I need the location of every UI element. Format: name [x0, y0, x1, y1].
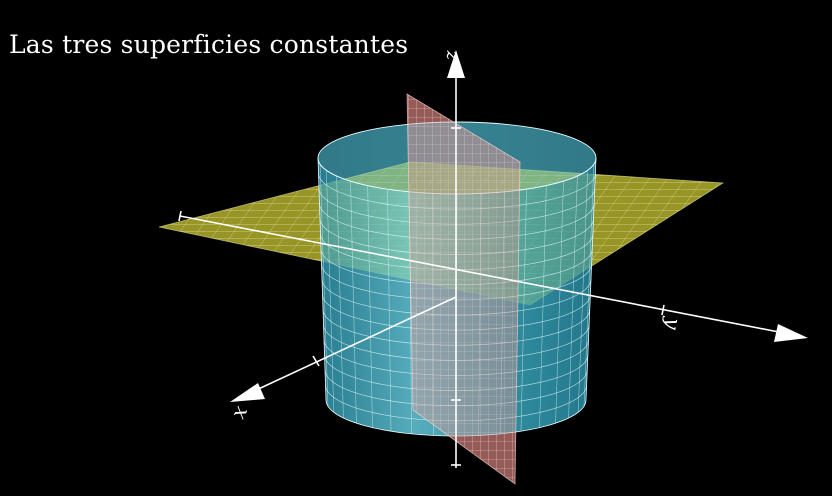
z-arrowhead — [447, 50, 465, 78]
y-axis — [179, 215, 785, 334]
vertical-half-plane — [407, 94, 520, 484]
axes — [178, 50, 808, 468]
cylinder-meridian — [350, 181, 357, 424]
cylinder-meridian — [577, 170, 588, 413]
cylinder-meridian — [539, 185, 547, 428]
cylinder-meridian — [568, 175, 578, 419]
cylinder-meridian — [555, 181, 564, 424]
cylinder-meridian — [319, 164, 329, 407]
cylinder-meridian — [520, 189, 527, 432]
cylinder-meridian — [583, 164, 595, 407]
y-arrowhead — [774, 324, 808, 342]
x-axis-label: x — [226, 402, 253, 422]
y-axis-label: y — [660, 315, 686, 332]
cylinder-meridian — [387, 189, 392, 432]
z-axis-label: z — [440, 50, 461, 61]
page-title: Las tres superficies constantes — [9, 30, 409, 59]
x-arrowhead — [230, 383, 265, 402]
x-axis — [251, 296, 457, 393]
cylinder-meridian — [326, 170, 335, 413]
cylinder-meridian — [367, 185, 373, 428]
cylinder-meridian — [336, 175, 344, 419]
